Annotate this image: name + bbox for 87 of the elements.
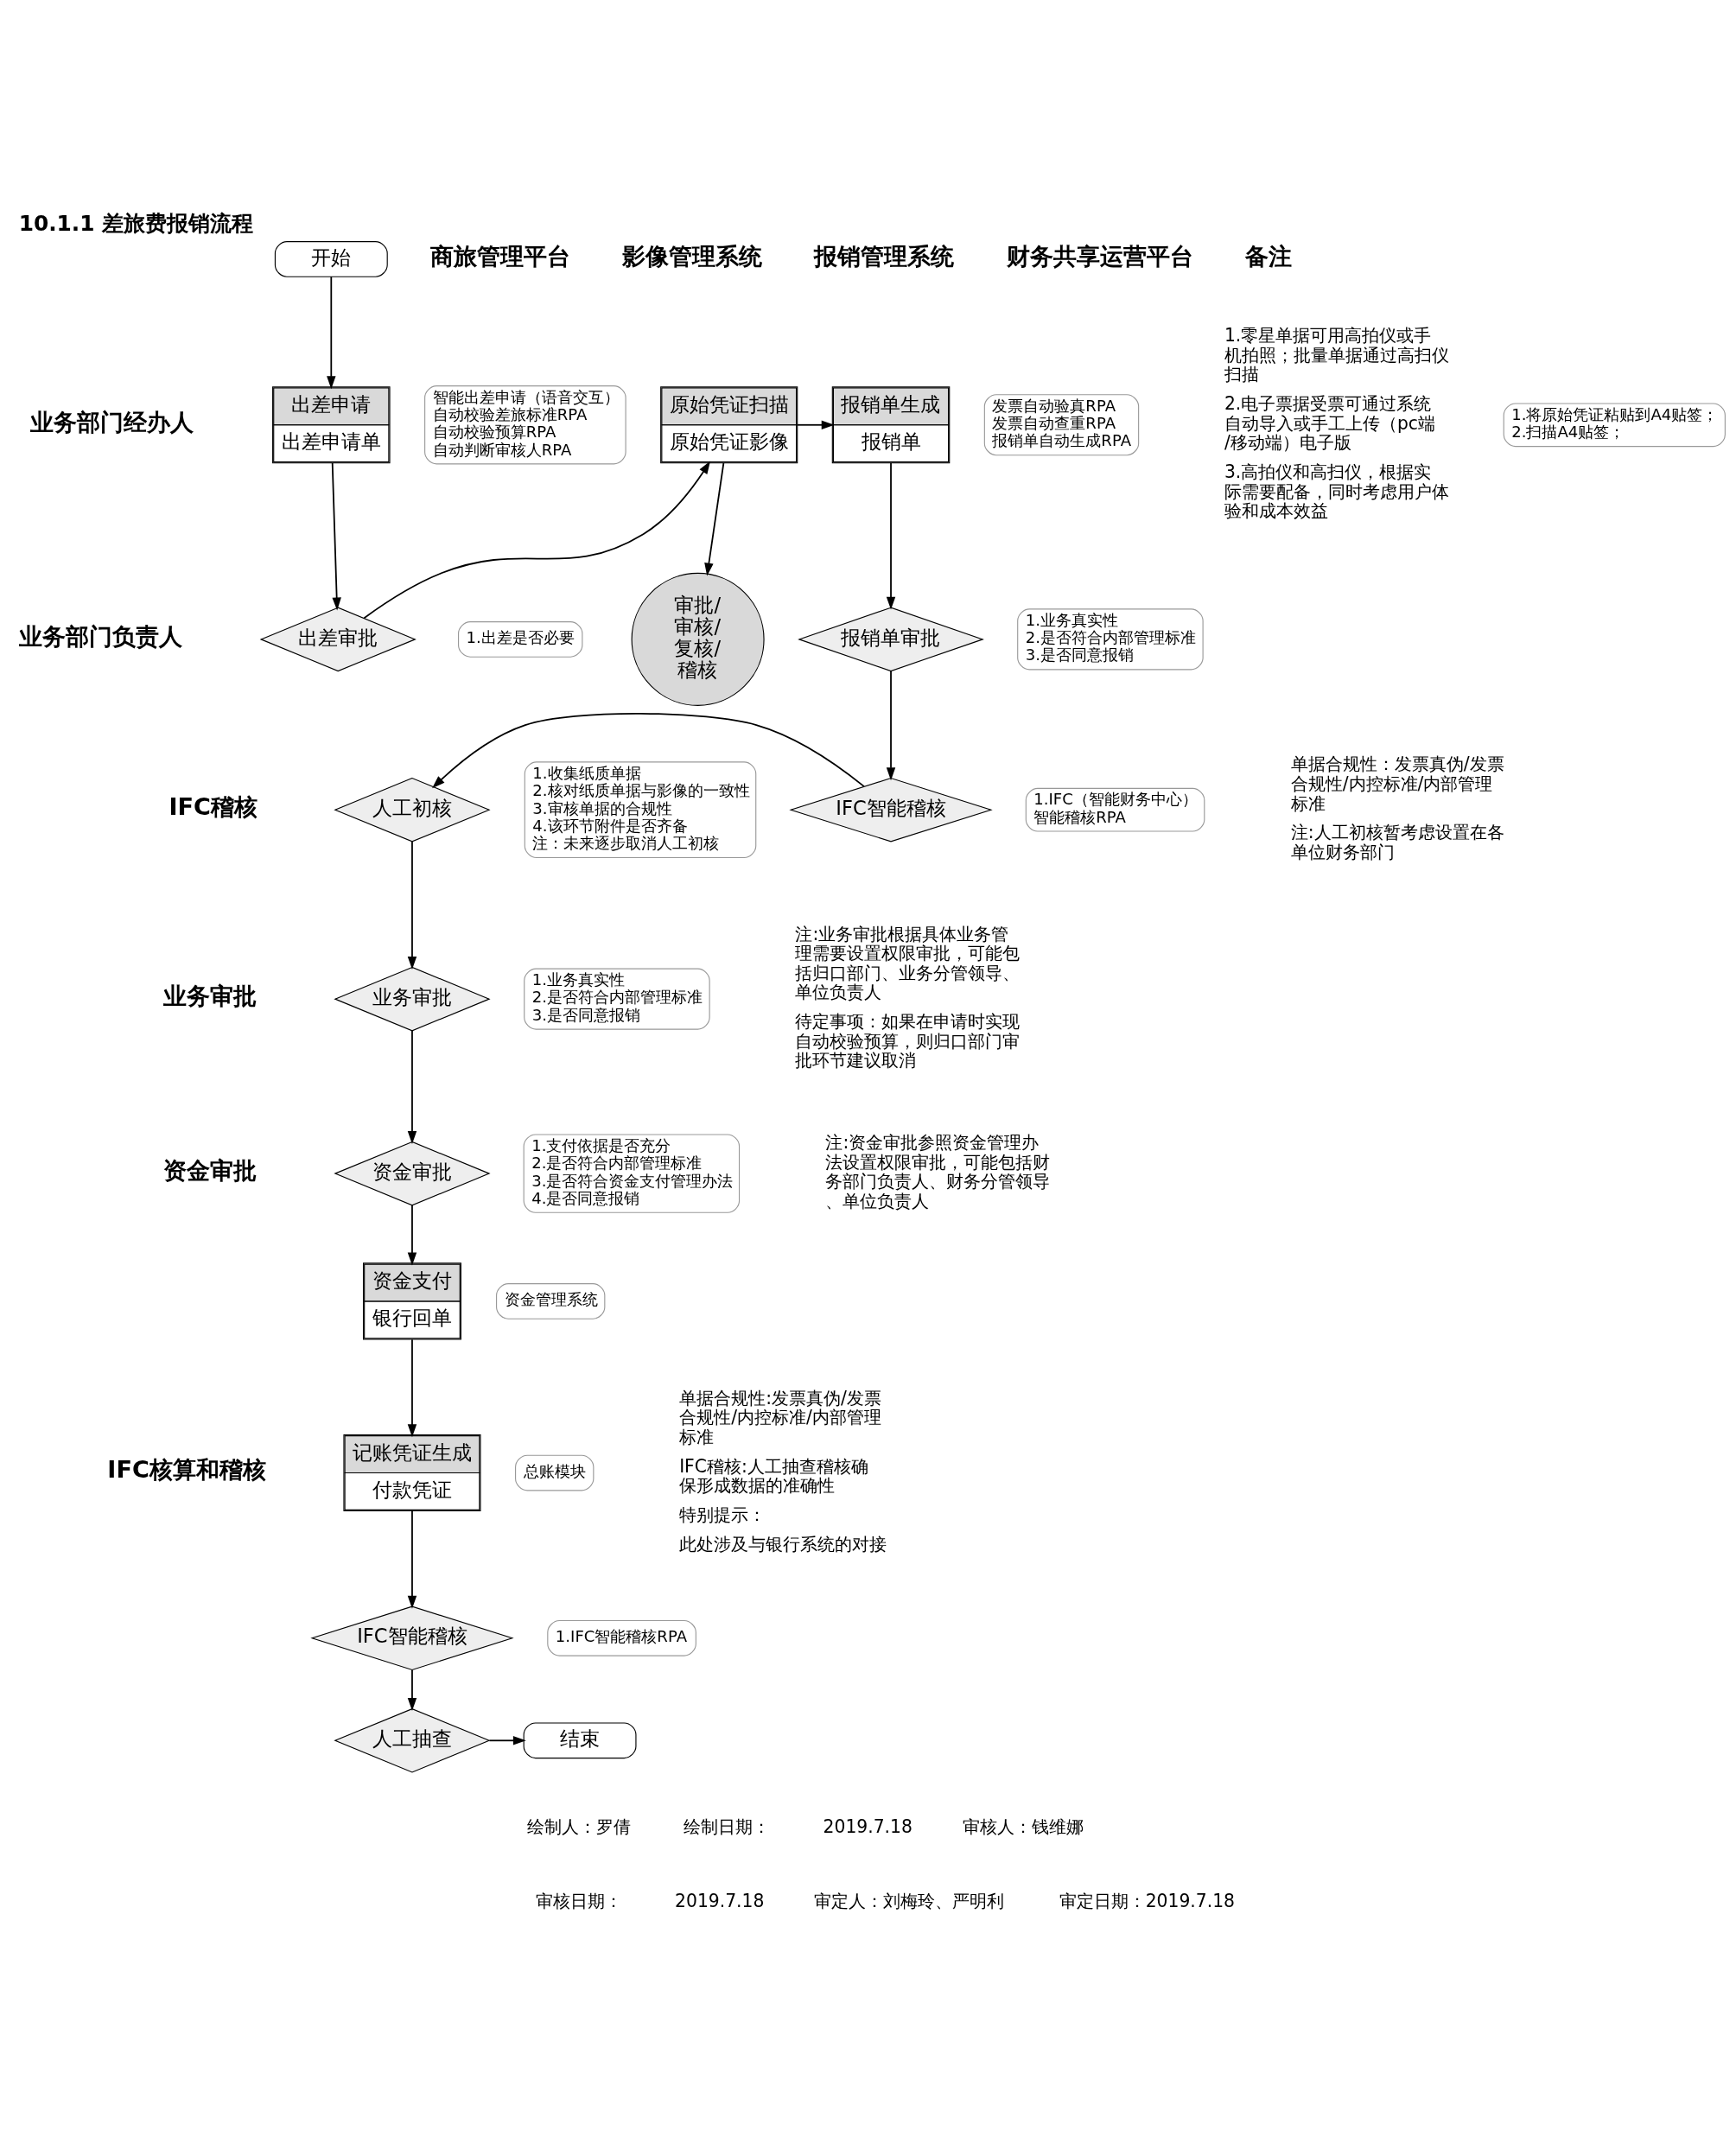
- label: 1.零星单据可用高拍仪或手机拍照；批量单据通过高扫仪扫描: [1224, 324, 1449, 385]
- label: 审定日期：2019.7.18: [1059, 1890, 1235, 1911]
- label: 待定事项：如果在申请时实现自动校验预算，则归口部门审批环节建议取消: [795, 1010, 1021, 1071]
- arrow: [432, 712, 865, 788]
- node-label: 2.是否符合内部管理标准: [1025, 627, 1196, 646]
- node-label: 发票自动验真RPA: [992, 396, 1116, 415]
- arrow: [796, 420, 835, 429]
- label: 备注: [1245, 242, 1293, 270]
- label: 审核日期：: [535, 1890, 622, 1911]
- label: 审定人：刘梅玲、严明利: [814, 1890, 1005, 1911]
- node-box: 结束: [523, 1721, 637, 1758]
- label: 报销管理系统: [814, 242, 955, 270]
- node-diamond: 业务审批: [334, 966, 491, 1031]
- node-label: 3.是否同意报销: [531, 1005, 640, 1024]
- label: 财务共享运营平台: [1006, 242, 1193, 270]
- label: IFC稽核: [169, 792, 258, 820]
- node-label: 自动校验预算RPA: [432, 422, 556, 441]
- arrow: [327, 275, 336, 389]
- node-diamond: IFC智能稽核: [310, 1605, 514, 1670]
- label: 3.高拍仪和高扫仪，根据实际需要配备，同时考虑用户体验和成本效益: [1224, 461, 1449, 521]
- node-label: 报销单自动生成RPA: [992, 430, 1131, 449]
- node-label: 1.出差是否必要: [466, 627, 575, 646]
- node-label: 2.扫描A4贴签；: [1511, 422, 1625, 441]
- node-label: 4.是否同意报销: [531, 1188, 640, 1207]
- node-label: 1.业务真实性: [531, 970, 625, 989]
- node-label: 3.是否符合资金支付管理办法: [531, 1171, 734, 1190]
- label: 绘制人：罗倩: [526, 1815, 631, 1837]
- node-label: 1.IFC（智能财务中心）: [1033, 789, 1198, 808]
- label: 业务部门经办人: [30, 408, 194, 436]
- label: 绘制日期：: [684, 1815, 771, 1837]
- label: 此处涉及与银行系统的对接: [679, 1533, 887, 1555]
- label: IFC稽核:人工抽查稽核确保形成数据的准确性: [679, 1455, 868, 1496]
- node-label: 1.IFC智能稽核RPA: [555, 1626, 687, 1645]
- node-label: 3.是否同意报销: [1025, 645, 1134, 664]
- arrow: [407, 840, 417, 970]
- arrow: [407, 1338, 417, 1437]
- label: 2019.7.18: [823, 1815, 913, 1837]
- label: 业务审批: [162, 982, 257, 1009]
- node-label: 自动判断审核人RPA: [432, 440, 572, 459]
- label: 业务部门负责人: [18, 622, 182, 650]
- label: 单据合规性：发票真伪/发票合规性/内控标准/内部管理标准: [1290, 753, 1504, 814]
- node-label: 2.核对纸质单据与影像的一致性: [532, 780, 750, 799]
- diagram-title: 10.1.1 差旅费报销流程: [18, 210, 254, 236]
- label: 注:业务审批根据具体业务管理需要设置权限审批，可能包括归口部门、业务分管领导、单位负责人: [795, 923, 1021, 1002]
- node-label: 1.收集纸质单据: [532, 763, 641, 782]
- node-diamond: 出差审批: [259, 607, 417, 671]
- arrow: [407, 1669, 417, 1711]
- node-label: 1.将原始凭证粘贴到A4贴签；: [1511, 404, 1719, 423]
- arrow: [331, 461, 341, 610]
- label: 单据合规性:发票真伪/发票合规性/内控标准/内部管理标准: [679, 1387, 881, 1447]
- node-diamond: 人工抽查: [334, 1707, 491, 1773]
- node-label: 2.是否符合内部管理标准: [531, 987, 703, 1006]
- node-label: 总账模块: [523, 1461, 586, 1480]
- label: 资金审批: [162, 1156, 257, 1184]
- label: 影像管理系统: [622, 242, 763, 270]
- node-label: 资金管理系统: [504, 1289, 598, 1308]
- label: 特别提示：: [679, 1504, 766, 1525]
- node-label: 智能出差申请（语音交互）: [432, 387, 620, 406]
- label: 注:人工初核暂考虑设置在各单位财务部门: [1290, 821, 1504, 862]
- node-label: 注：未来逐步取消人工初核: [532, 833, 720, 852]
- node-label: 3.审核单据的合规性: [532, 798, 672, 817]
- label: 2019.7.18: [675, 1890, 765, 1911]
- arrow: [886, 461, 896, 610]
- arrow: [407, 1204, 417, 1266]
- node-label: 发票自动查重RPA: [992, 413, 1116, 432]
- label: 2.电子票据受票可通过系统自动导入或手工上传（pc端/移动端）电子版: [1224, 392, 1435, 453]
- node-label: 2.是否符合内部管理标准: [531, 1153, 703, 1172]
- node-circle: 审批/审核/复核/稽核: [631, 572, 765, 706]
- node-label: 1.支付依据是否充分: [531, 1135, 671, 1154]
- node-diamond: 报销单审批: [798, 607, 984, 671]
- node-label: 智能稽核RPA: [1033, 807, 1126, 826]
- arrow: [488, 1735, 526, 1745]
- arrow: [407, 1029, 417, 1144]
- label: 审核人：钱维娜: [962, 1815, 1084, 1837]
- node-label: 1.业务真实性: [1025, 610, 1118, 629]
- node-diamond: 资金审批: [334, 1141, 491, 1205]
- label: 注:资金审批参照资金管理办法设置权限审批，可能包括财务部门负责人、财务分管领导、单位负责人: [825, 1131, 1051, 1211]
- arrow: [407, 1510, 417, 1609]
- arrow: [704, 461, 725, 576]
- arrow: [886, 670, 896, 780]
- arrow: [363, 461, 710, 619]
- node-box: 开始: [274, 240, 388, 277]
- label: IFC核算和稽核: [107, 1455, 266, 1483]
- node-label: 自动校验差旅标准RPA: [432, 404, 588, 423]
- node-label: 4.该环节附件是否齐备: [532, 816, 688, 835]
- label: 商旅管理平台: [429, 242, 570, 270]
- node-diamond: IFC智能稽核: [789, 777, 993, 842]
